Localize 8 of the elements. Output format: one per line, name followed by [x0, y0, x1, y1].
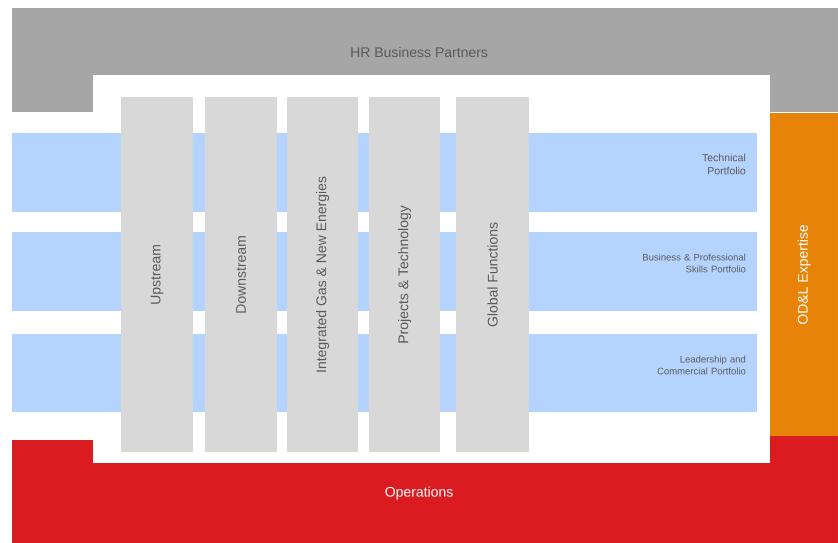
business-column: Upstream [121, 97, 193, 452]
footer-band: Operations [12, 436, 838, 543]
business-column: Integrated Gas & New Energies [287, 97, 358, 452]
business-column: Downstream [205, 97, 277, 452]
header-band: HR Business Partners [12, 8, 838, 112]
side-band: OD&L Expertise [770, 113, 838, 436]
business-column: Projects & Technology [369, 97, 440, 452]
business-column: Global Functions [456, 97, 529, 452]
